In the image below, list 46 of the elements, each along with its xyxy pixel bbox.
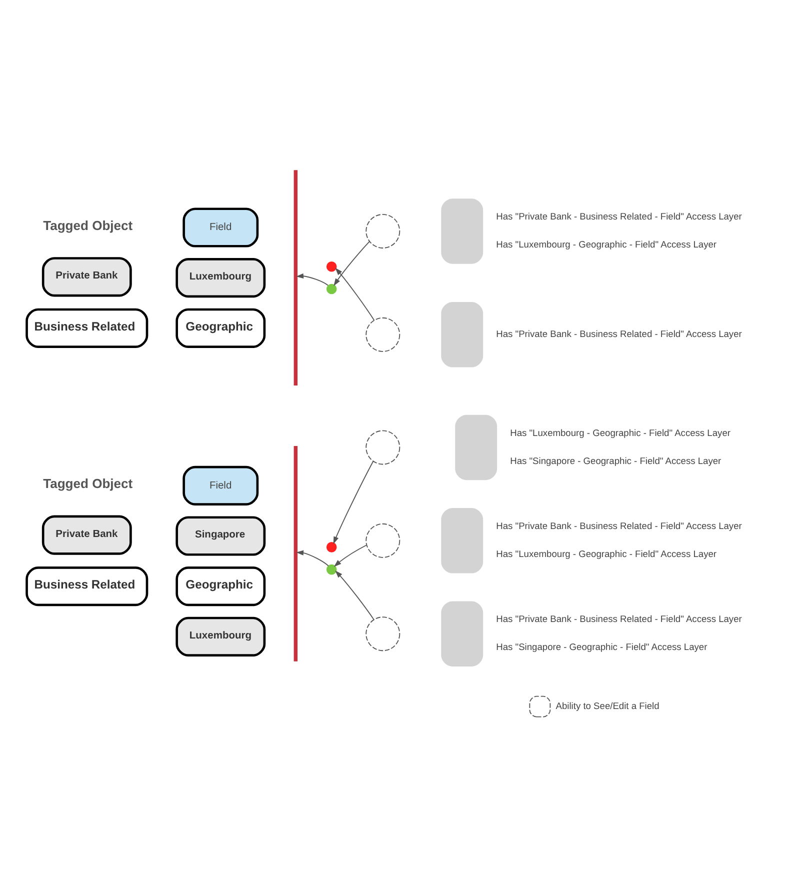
node-circle [366, 616, 400, 651]
label: Tagged Object [43, 218, 133, 233]
arrow [296, 272, 328, 286]
node-circle [366, 213, 400, 248]
arrow [296, 550, 329, 566]
node-cross [326, 542, 337, 552]
node-person [455, 414, 498, 480]
node-box: Geographic [176, 566, 266, 606]
node-person [441, 508, 484, 573]
label: Tagged Object [43, 476, 133, 491]
node-circle [366, 316, 400, 352]
node-bracket [294, 170, 298, 385]
node-box: Singapore [176, 516, 266, 556]
node-person [441, 600, 484, 666]
node-box: Geographic [176, 308, 266, 348]
node-label: Has "Private Bank - Business Related - Field" Access Layer [496, 520, 742, 531]
node-box: Luxembourg [176, 258, 266, 298]
node-circle [366, 522, 400, 558]
node-label: Has "Singapore - Geographic - Field" Access Layer [510, 455, 722, 466]
arrow [335, 570, 374, 620]
arrow [335, 267, 375, 320]
node-label: Has "Singapore - Geographic - Field" Access Layer [496, 642, 708, 652]
node-bracket [294, 446, 298, 661]
node-label: Has "Luxembourg - Geographic - Field" Access Layer [496, 548, 717, 558]
node-person [441, 198, 484, 264]
node-label: Has "Luxembourg - Geographic - Field" Access Layer [510, 427, 730, 438]
node-box: Business Related [26, 308, 148, 348]
arrow [334, 240, 370, 286]
node-box: Private Bank [42, 256, 132, 296]
node-label: Has "Luxembourg - Geographic - Field" Access Layer [496, 239, 717, 250]
legend-label: Ability to See/Edit a Field [556, 700, 660, 710]
arrow [334, 544, 367, 566]
node-person [441, 302, 484, 367]
arrow [333, 460, 374, 544]
node-box: Luxembourg [176, 616, 266, 656]
node-circle [366, 430, 400, 464]
node-box: Business Related [26, 566, 148, 606]
node-label: Has "Private Bank - Business Related - Field" Access Layer [496, 328, 742, 339]
node-check [326, 283, 337, 294]
node-label: Has "Private Bank - Business Related - Field" Access Layer [496, 614, 742, 624]
node-box: Private Bank [42, 514, 132, 554]
node-box: Field [182, 207, 259, 247]
node-cross [326, 260, 337, 272]
node-check [326, 564, 337, 574]
node-box: Field [182, 465, 259, 505]
node-label: Has "Private Bank - Business Related - Field" Access Layer [496, 211, 742, 222]
